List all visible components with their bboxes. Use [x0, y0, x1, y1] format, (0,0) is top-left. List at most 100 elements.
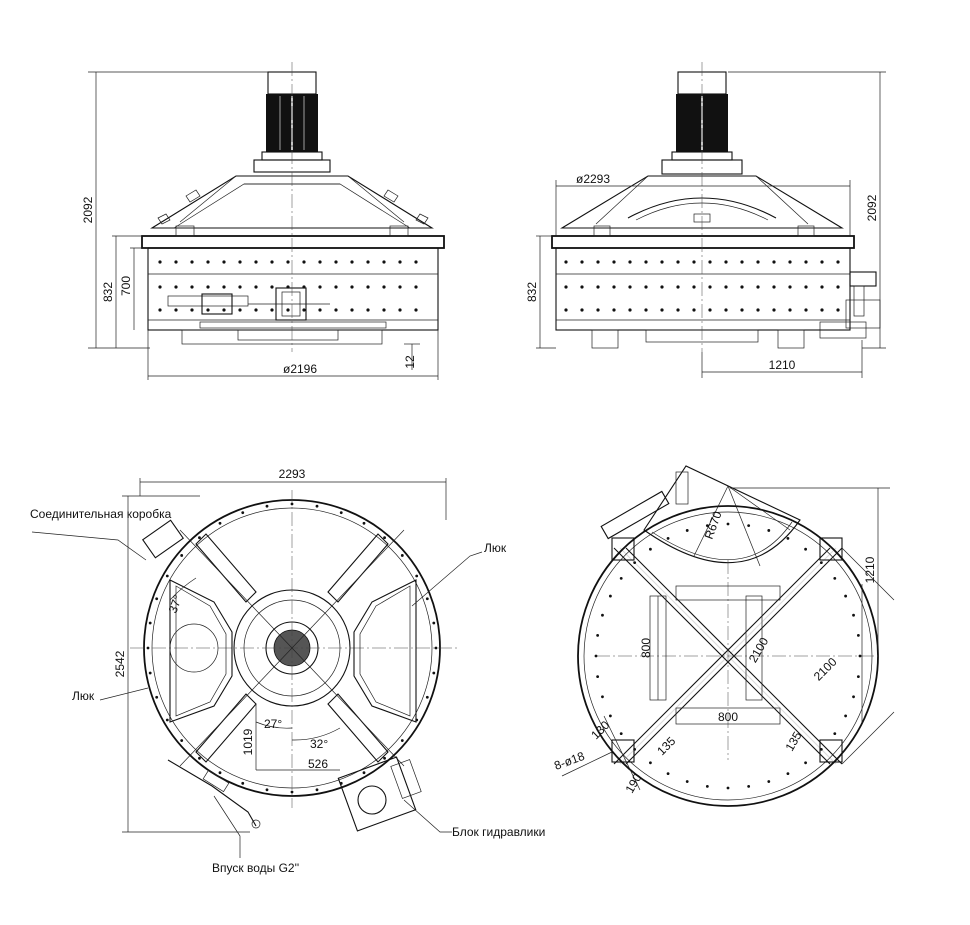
bolt-dot — [366, 308, 370, 312]
bolt-dot — [315, 788, 319, 792]
bolt-dot — [804, 285, 808, 289]
bolt-dot — [286, 260, 290, 264]
bolt-dot — [833, 732, 837, 735]
label-junction-box: Соединительная коробка — [30, 507, 172, 521]
bolt-dot — [772, 285, 776, 289]
bolt-dot — [767, 529, 771, 532]
bolt-dot — [844, 594, 848, 598]
base-dim-135-left: 135 — [654, 734, 678, 758]
bolt-dot — [596, 285, 600, 289]
bolt-dot — [612, 260, 616, 264]
bolt-dot — [820, 308, 824, 312]
bolt-dot — [383, 536, 386, 540]
bolt-dot — [747, 784, 751, 788]
base-dim-190: 190 — [622, 771, 644, 796]
bolt-dot — [852, 695, 855, 699]
bolt-dot — [740, 285, 744, 289]
bolt-dot — [580, 308, 584, 312]
bolt-dot — [148, 621, 152, 625]
bolt-dot — [434, 646, 438, 650]
bolt-dot — [174, 260, 178, 264]
bolt-dot — [265, 504, 269, 508]
base-corner-pads — [611, 537, 843, 763]
bolt-dot — [685, 780, 689, 783]
bolt-dot — [315, 504, 319, 508]
bolt-dot — [708, 285, 712, 289]
bolt-dot — [594, 654, 598, 658]
bolt-dot — [833, 577, 837, 580]
plan-angle-1: 37° — [166, 593, 185, 615]
bolt-dot — [286, 308, 290, 312]
front-elevation-view: 2092 832 700 ø2196 12 — [81, 62, 445, 380]
bolt-dot — [596, 633, 600, 637]
side-dim-diameter: ø2293 — [576, 172, 610, 186]
bolt-dot — [819, 561, 823, 565]
bolt-dot — [398, 260, 402, 264]
base-dim-diagonal-1: 2100 — [746, 635, 772, 665]
bolt-dot — [148, 671, 152, 675]
bolt-dot — [425, 695, 429, 699]
bolt-dot — [685, 529, 689, 532]
bolt-dot — [398, 285, 402, 289]
bolt-dot — [206, 285, 210, 289]
bolt-dot — [692, 308, 696, 312]
bolt-dot — [788, 308, 792, 312]
label-hydraulic-unit: Блок гидравлики — [452, 825, 545, 839]
bolt-dot — [740, 308, 744, 312]
bolt-dot — [660, 260, 664, 264]
bolt-dot — [238, 285, 242, 289]
hydraulic-unit-plan — [337, 756, 422, 832]
bolt-dot — [146, 646, 150, 650]
bolt-dot — [180, 554, 184, 557]
plan-angle-2: 27° — [264, 717, 282, 731]
bolt-dot — [334, 285, 338, 289]
bolt-dot — [580, 285, 584, 289]
bolt-dot — [628, 285, 632, 289]
bolt-dot — [414, 260, 418, 264]
bolt-dot — [772, 260, 776, 264]
bolt-dot — [334, 260, 338, 264]
bolt-dot — [206, 260, 210, 264]
bolt-dot — [302, 308, 306, 312]
bolt-dot — [290, 790, 294, 794]
bolt-dot — [414, 308, 418, 312]
bolt-dot — [383, 756, 386, 760]
bolt-dot — [788, 285, 792, 289]
side-dim-height-total: 2092 — [865, 194, 879, 221]
bolt-dot — [190, 285, 194, 289]
bolt-dot — [608, 714, 612, 718]
bolt-dot — [786, 536, 790, 540]
bolt-dot — [425, 597, 429, 601]
bolt-dot — [400, 554, 404, 557]
front-dim-body-height: 832 — [101, 282, 115, 302]
plan-dim-depth: 2542 — [113, 650, 127, 677]
bolt-dot — [318, 260, 322, 264]
bolt-dot — [158, 308, 162, 312]
bolt-dot — [619, 577, 623, 580]
bolt-dot — [238, 260, 242, 264]
bolt-dot — [856, 675, 860, 679]
water-inlet — [167, 759, 261, 829]
base-dim-130: 130 — [588, 718, 612, 742]
bolt-dot — [382, 308, 386, 312]
bolt-dot — [174, 285, 178, 289]
bolt-dot — [198, 536, 201, 540]
base-dim-frame-vertical: 800 — [639, 638, 653, 658]
bolt-dot — [612, 285, 616, 289]
bolt-dot — [155, 695, 159, 699]
bolt-dot — [206, 308, 210, 312]
bolt-dot — [432, 671, 436, 675]
bolt-dot — [804, 260, 808, 264]
bolt-dot — [740, 260, 744, 264]
mixing-blades — [179, 529, 405, 767]
bolt-dot — [158, 285, 162, 289]
bolt-dot — [265, 788, 269, 792]
bolt-dot — [756, 308, 760, 312]
bolt-dot — [724, 260, 728, 264]
side-dim-body-height: 832 — [525, 282, 539, 302]
bolt-dot — [318, 308, 322, 312]
bolt-dot — [724, 285, 728, 289]
hatch-right-outline — [353, 579, 417, 723]
bolt-dot — [158, 260, 162, 264]
bolt-dot — [222, 285, 226, 289]
